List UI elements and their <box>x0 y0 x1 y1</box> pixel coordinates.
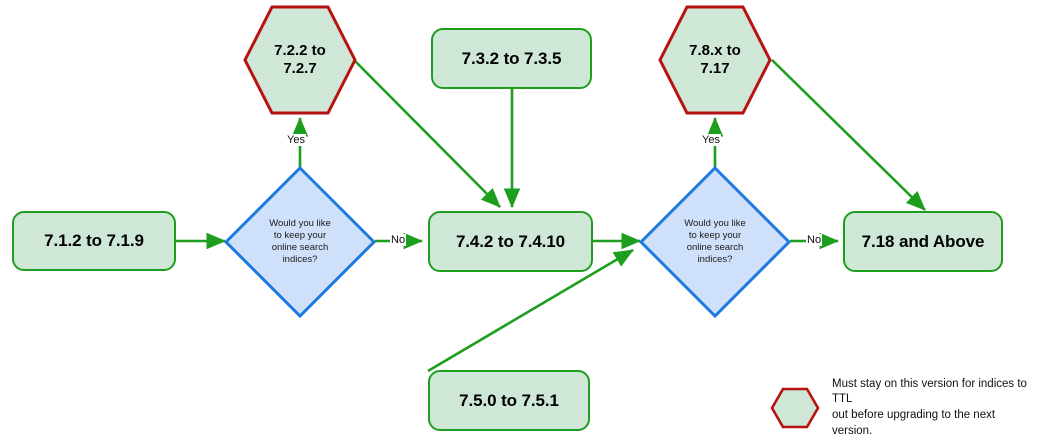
node-label: 7.5.0 to 7.5.1 <box>459 390 559 410</box>
edge-label-d2-no: No <box>806 234 823 246</box>
diamond-icon <box>224 166 376 318</box>
edge-label-d1-yes: Yes <box>286 134 306 146</box>
decision-line3: online search <box>686 242 744 253</box>
edge-n6-to-n7 <box>771 59 926 211</box>
edge-label-d1-no: No <box>390 234 407 246</box>
node-7-2-2-to-7-2-7[interactable]: 7.2.2 to 7.2.7 <box>243 5 357 115</box>
node-label: 7.2.2 to 7.2.7 <box>274 42 326 78</box>
decision-line1: Would you like <box>269 217 331 229</box>
node-label-line2: 7.2.7 <box>283 60 317 77</box>
hexagon-icon <box>243 5 357 115</box>
decision-label: Would you like to keep your online searc… <box>654 218 776 267</box>
decision-keep-search-indices-2[interactable]: Would you like to keep your online searc… <box>639 166 791 318</box>
decision-line3: online search <box>271 242 329 253</box>
node-7-3-2-to-7-3-5[interactable]: 7.3.2 to 7.3.5 <box>431 28 592 89</box>
legend-text: Must stay on this version for indices to… <box>832 377 1036 439</box>
node-7-1-2-to-7-1-9[interactable]: 7.1.2 to 7.1.9 <box>12 211 176 271</box>
node-label: 7.3.2 to 7.3.5 <box>461 48 562 68</box>
node-label-line1: 7.8.x to <box>689 42 741 59</box>
decision-line2: to keep your <box>688 229 742 241</box>
edge-n5-to-d2 <box>427 248 634 373</box>
edge-n2-to-n4 <box>353 59 501 208</box>
node-label: 7.8.x to 7.17 <box>689 42 741 78</box>
legend-line1: Must stay on this version for indices to… <box>832 377 1027 406</box>
node-label: 7.1.2 to 7.1.9 <box>44 231 144 250</box>
hexagon-icon <box>658 5 772 115</box>
decision-keep-search-indices-1[interactable]: Would you like to keep your online searc… <box>224 166 376 318</box>
node-7-4-2-to-7-4-10[interactable]: 7.4.2 to 7.4.10 <box>428 211 593 272</box>
diamond-icon <box>639 166 791 318</box>
decision-line1: Would you like <box>684 217 746 229</box>
edge-label-d2-yes: Yes <box>701 134 721 146</box>
legend: Must stay on this version for indices to… <box>770 378 1036 437</box>
decision-line4: indices? <box>697 254 733 266</box>
node-label: 7.18 and Above <box>861 231 985 251</box>
legend-line2: out before upgrading to the next version… <box>832 409 996 437</box>
node-label: 7.4.2 to 7.4.10 <box>455 231 566 251</box>
node-7-18-and-above[interactable]: 7.18 and Above <box>843 211 1003 272</box>
node-label-line1: 7.2.2 to <box>274 42 326 59</box>
hexagon-icon <box>770 387 820 429</box>
decision-line2: to keep your <box>273 229 327 241</box>
node-label-line2: 7.17 <box>700 60 730 77</box>
decision-label: Would you like to keep your online searc… <box>239 218 361 267</box>
decision-line4: indices? <box>282 254 318 266</box>
node-7-8-x-to-7-17[interactable]: 7.8.x to 7.17 <box>658 5 772 115</box>
node-7-5-0-to-7-5-1[interactable]: 7.5.0 to 7.5.1 <box>428 370 590 431</box>
